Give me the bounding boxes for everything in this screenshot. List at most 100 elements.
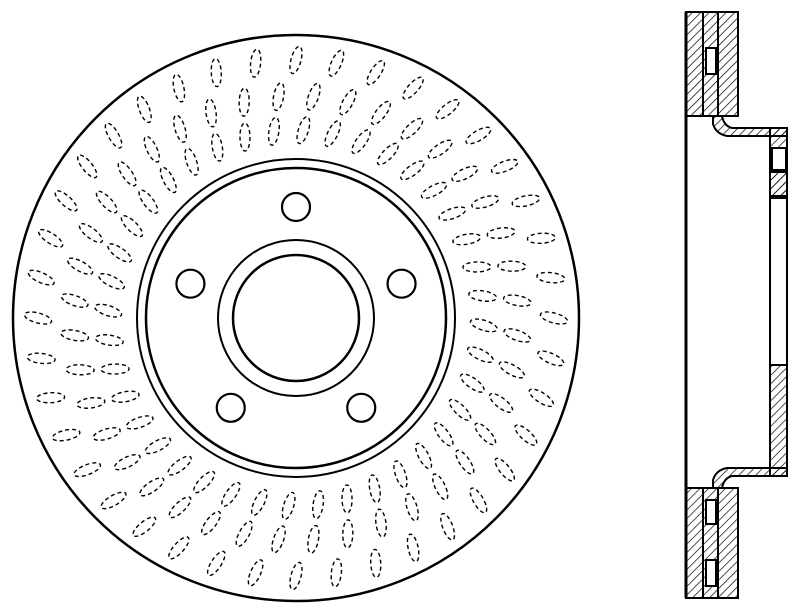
cooling-slot bbox=[393, 460, 408, 489]
cooling-slot bbox=[26, 352, 56, 365]
cooling-slot bbox=[466, 346, 494, 364]
cooling-slot bbox=[427, 139, 453, 159]
top-inner-plate bbox=[717, 11, 739, 117]
cooling-slot bbox=[502, 294, 532, 307]
cooling-slot bbox=[139, 477, 165, 497]
cooling-slot bbox=[120, 215, 144, 238]
cooling-slot bbox=[167, 455, 192, 476]
cooling-slot bbox=[374, 508, 387, 538]
cooling-slot bbox=[400, 160, 425, 181]
cooling-slot bbox=[35, 391, 66, 404]
cooling-slot bbox=[23, 311, 53, 325]
cooling-slot bbox=[370, 100, 392, 126]
bottom-inner-plate bbox=[717, 487, 739, 599]
cooling-slot bbox=[376, 142, 399, 166]
cooling-slot bbox=[272, 82, 285, 112]
bottom-vent bbox=[705, 499, 717, 525]
cooling-slot bbox=[200, 510, 222, 536]
front-view bbox=[11, 33, 581, 603]
cooling-slot bbox=[289, 561, 303, 591]
cooling-slot bbox=[312, 490, 325, 520]
cooling-slot bbox=[488, 392, 514, 414]
cooling-slot bbox=[95, 190, 118, 214]
outer-rim bbox=[11, 33, 581, 603]
bottom-vent-2 bbox=[705, 559, 717, 587]
cooling-slot bbox=[324, 120, 342, 148]
cooling-slot bbox=[526, 232, 557, 245]
cooling-slot bbox=[168, 536, 190, 560]
cooling-slot bbox=[420, 181, 448, 199]
cooling-slot bbox=[143, 135, 161, 163]
cooling-slot bbox=[76, 154, 98, 179]
cooling-slot bbox=[514, 424, 538, 446]
cooling-slot bbox=[536, 271, 566, 284]
cooling-slot bbox=[462, 261, 492, 273]
cooling-slot bbox=[73, 462, 102, 478]
bolt-hole bbox=[215, 392, 246, 423]
cooling-slot bbox=[469, 487, 488, 514]
hat-bolt-slot bbox=[771, 147, 787, 171]
cooling-slot bbox=[211, 132, 224, 162]
cooling-slot bbox=[433, 422, 454, 447]
cooling-slot bbox=[431, 473, 449, 501]
cooling-slot bbox=[368, 474, 381, 504]
hat-outer-ring bbox=[136, 158, 456, 478]
cooling-slot bbox=[138, 189, 159, 214]
cooling-slot bbox=[104, 122, 123, 149]
cooling-slot bbox=[51, 428, 81, 442]
cooling-slot bbox=[406, 533, 420, 563]
cooling-slot bbox=[172, 73, 186, 103]
cooling-slot bbox=[37, 228, 64, 248]
cooling-slot bbox=[76, 396, 106, 409]
bolt-hole bbox=[346, 392, 377, 423]
cooling-slot bbox=[193, 470, 216, 494]
cooling-slot bbox=[494, 457, 516, 482]
cooling-slot bbox=[498, 361, 526, 379]
cooling-slot bbox=[330, 558, 343, 588]
cooling-slot bbox=[60, 293, 89, 308]
cooling-slot bbox=[206, 550, 226, 577]
cooling-slot bbox=[465, 126, 492, 145]
cooling-slot bbox=[448, 398, 472, 421]
cooling-slot bbox=[66, 257, 94, 275]
cooling-slot bbox=[351, 129, 371, 155]
cooling-slot bbox=[159, 166, 177, 194]
cooling-slot bbox=[405, 493, 419, 522]
cooling-slot bbox=[54, 190, 78, 212]
cooling-slot bbox=[369, 548, 382, 579]
bolt-hole bbox=[175, 268, 206, 299]
cooling-slot bbox=[136, 95, 152, 124]
cooling-slot bbox=[117, 161, 137, 187]
cooling-slot bbox=[440, 512, 456, 541]
cooling-slot bbox=[307, 524, 320, 554]
cooling-slot bbox=[537, 350, 565, 367]
cooling-slot bbox=[471, 195, 500, 209]
cooling-slot bbox=[415, 442, 433, 470]
cooling-slot bbox=[267, 116, 280, 146]
cooling-slot bbox=[93, 303, 123, 318]
cooling-slot bbox=[306, 82, 321, 111]
side-section-view bbox=[684, 11, 788, 599]
cooling-slot bbox=[113, 453, 141, 471]
cooling-slot bbox=[490, 158, 519, 174]
cooling-slot bbox=[250, 488, 268, 516]
cooling-slot bbox=[210, 57, 223, 88]
cooling-slot bbox=[474, 422, 497, 446]
bolt-hole bbox=[280, 191, 312, 223]
top-vent bbox=[705, 47, 717, 75]
cooling-slot bbox=[92, 427, 121, 441]
top-outer-plate bbox=[685, 11, 704, 117]
cooling-slot bbox=[184, 147, 199, 176]
cooling-slot bbox=[27, 269, 55, 286]
cooling-slot bbox=[60, 329, 90, 342]
cooling-slot bbox=[328, 49, 345, 77]
cooling-slot bbox=[400, 117, 424, 140]
cooling-slot bbox=[435, 98, 460, 120]
cooling-slot bbox=[451, 165, 479, 183]
cooling-slot bbox=[503, 328, 532, 343]
cooling-slot bbox=[100, 491, 127, 510]
cooling-slot bbox=[528, 388, 555, 408]
cooling-slot bbox=[249, 48, 262, 78]
cooling-slot bbox=[168, 496, 192, 519]
